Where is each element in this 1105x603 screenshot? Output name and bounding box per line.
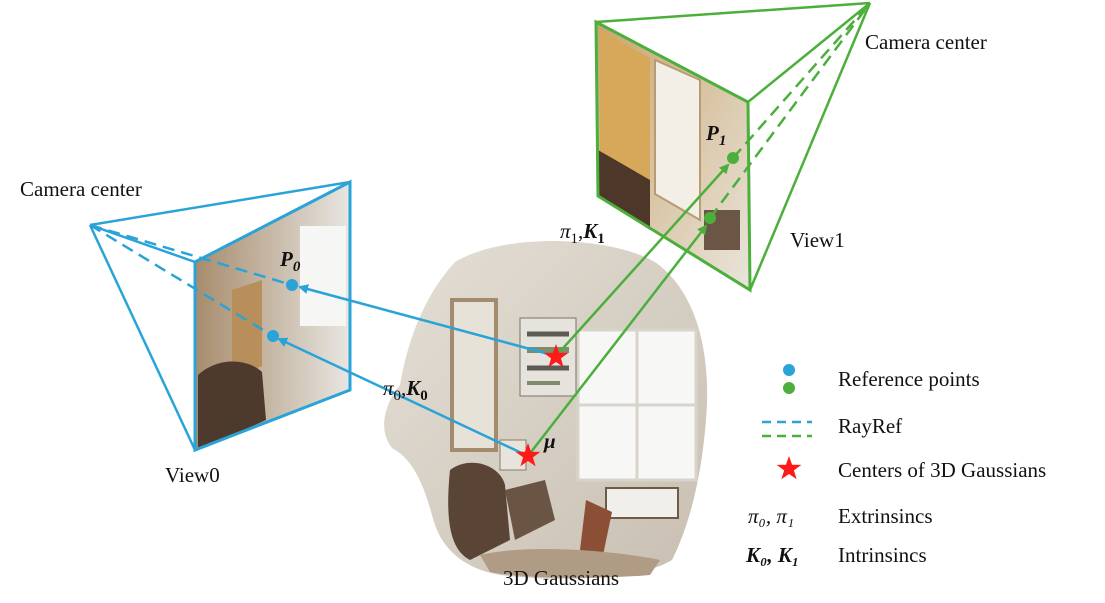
- reference-point-green-1: [727, 152, 739, 164]
- view0-label: View0: [165, 463, 220, 487]
- legend-centers: Centers of 3D Gaussians: [838, 458, 1046, 482]
- camera-center-left-label: Camera center: [20, 177, 142, 201]
- reference-point-green-2: [704, 212, 716, 224]
- mu-label: μ: [543, 429, 556, 453]
- legend-intrinsics-symbol: K₀, K₁: [745, 543, 799, 567]
- legend-rayref: RayRef: [838, 414, 902, 438]
- reference-point-blue-1: [286, 279, 298, 291]
- reference-point-blue-2: [267, 330, 279, 342]
- gaussian-center-star-1: [543, 344, 569, 368]
- legend-star: [776, 456, 802, 480]
- gaussian-scene: [384, 240, 708, 579]
- projection-arrow-view0-1: [298, 284, 557, 358]
- projection-arrow-view1-2: [527, 224, 708, 457]
- p1-label: P1: [705, 121, 726, 149]
- legend-green-point: [783, 382, 795, 394]
- rayref-blue-1: [89, 223, 293, 287]
- projection-arrow-view1-1: [555, 163, 730, 357]
- projection-arrow-view0-2: [277, 337, 529, 458]
- projection-label-view1: π1,K1: [560, 219, 605, 247]
- scene-door: [450, 298, 498, 452]
- camera-center-right-label: Camera center: [865, 30, 987, 54]
- gaussians-label: 3D Gaussians: [503, 566, 619, 590]
- camera-view1: [594, 1, 872, 293]
- legend-blue-point: [783, 364, 795, 376]
- p0-label: P0: [279, 247, 301, 275]
- scene-sofa: [448, 462, 510, 560]
- rayref-green-1: [732, 2, 871, 159]
- camera-view0: [88, 179, 352, 453]
- rayref-green-2: [708, 2, 872, 219]
- gaussian-center-star-2: [515, 443, 541, 467]
- legend-extrinsics-symbol: π₀, π₁: [748, 504, 794, 528]
- view1-label: View1: [790, 228, 845, 252]
- scene-table: [605, 487, 679, 519]
- projection-arrows: [277, 163, 730, 458]
- legend: Reference points RayRef Centers of 3D Ga…: [745, 364, 1046, 567]
- legend-reference-points: Reference points: [838, 367, 980, 391]
- legend-intrinsics: Intrinsincs: [838, 543, 927, 567]
- rayref-blue-2: [89, 223, 274, 338]
- projection-label-view0: π0,K0: [383, 376, 428, 404]
- legend-extrinsics: Extrinsincs: [838, 504, 933, 528]
